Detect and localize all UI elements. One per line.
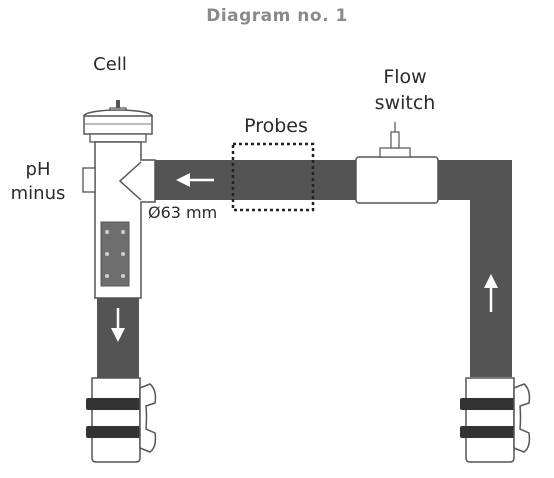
diagram-title: Diagram no. 1 <box>206 6 348 26</box>
flow-switch-stem <box>390 131 400 149</box>
ph-minus-label: pH minus <box>0 158 76 206</box>
flow-arrow-down <box>111 308 125 342</box>
flow-switch-label-line1: Flow <box>383 66 427 88</box>
ph-label-line1: pH <box>25 159 51 180</box>
probes-zone <box>231 142 315 212</box>
flow-arrow-left <box>176 173 214 187</box>
probes-label: Probes <box>244 115 308 137</box>
cell-label: Cell <box>93 54 127 75</box>
valve-left <box>86 377 157 463</box>
flow-switch-cap <box>379 147 411 158</box>
flow-switch-body <box>355 156 439 204</box>
flow-arrow-up <box>484 274 498 312</box>
pipe-diameter-label: Ø63 mm <box>148 203 218 222</box>
electrolysis-cell <box>82 100 156 299</box>
ph-label-line2: minus <box>10 183 66 204</box>
flow-switch-label: Flow switch <box>350 64 460 116</box>
flow-switch-label-line2: switch <box>374 92 436 114</box>
valve-right <box>460 377 531 463</box>
